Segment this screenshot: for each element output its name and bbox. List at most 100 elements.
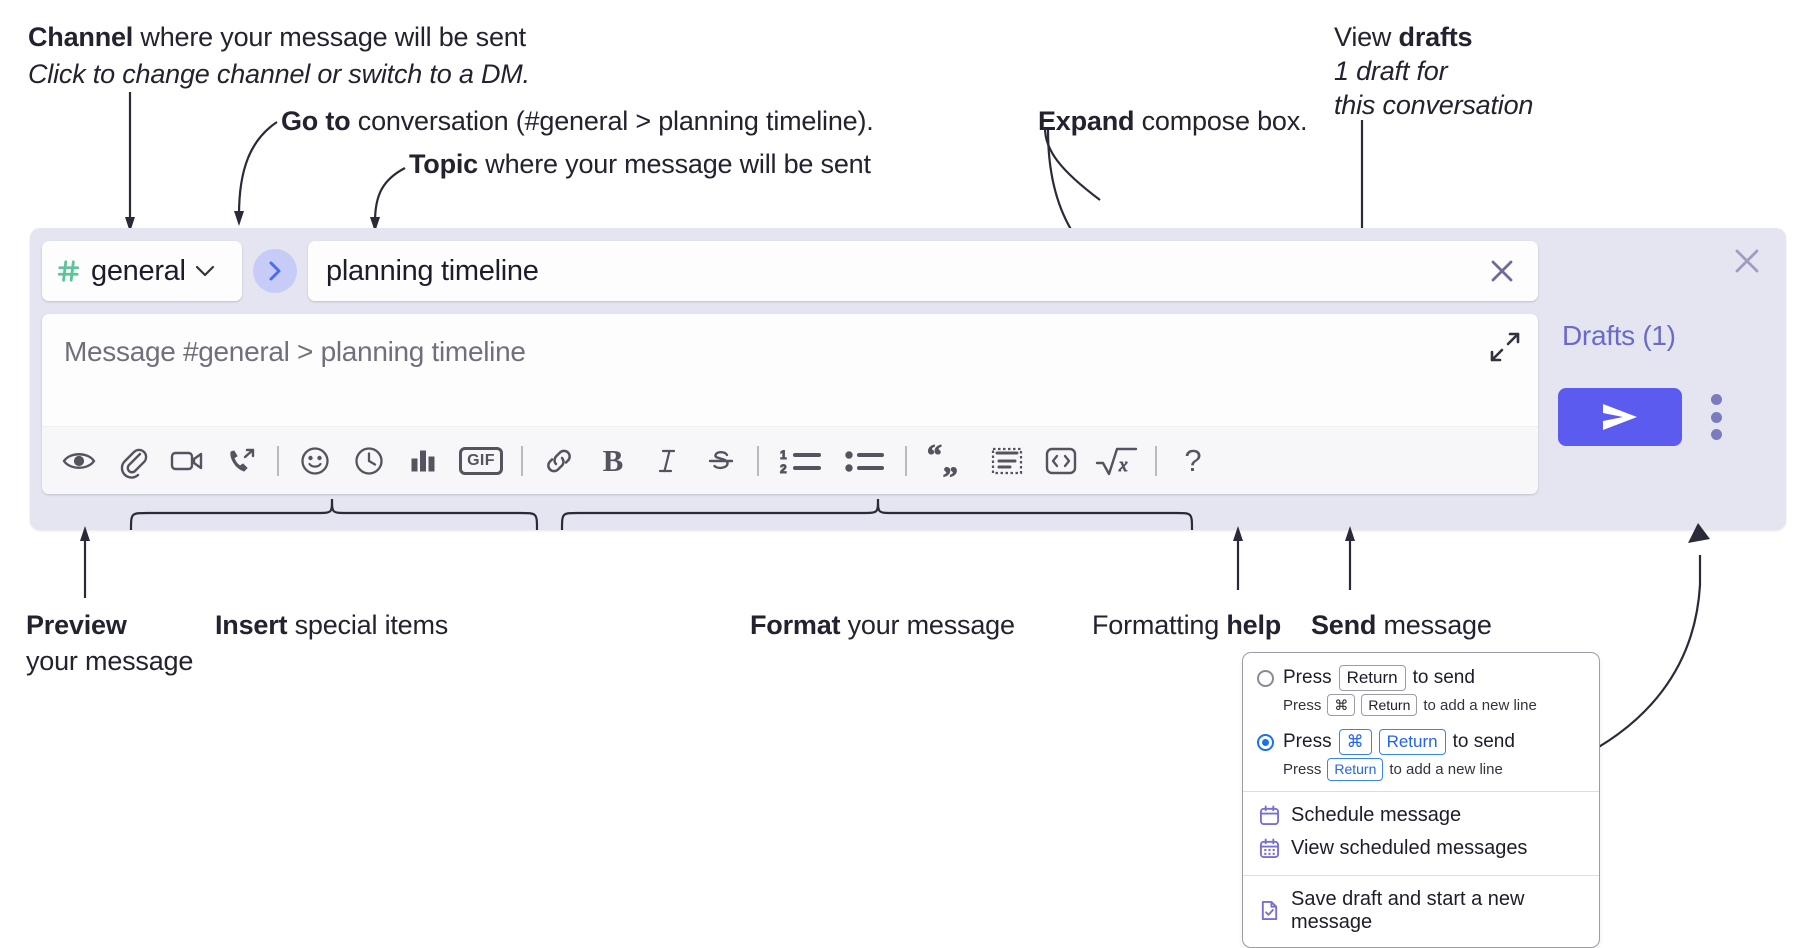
- svg-text:1: 1: [780, 448, 787, 462]
- compose-right-pane: Drafts (1): [1538, 228, 1786, 530]
- annotation-insert-bold: Insert: [215, 610, 288, 640]
- radio-button[interactable]: [1257, 669, 1274, 687]
- dot: [1710, 411, 1722, 423]
- code-block-icon[interactable]: [1034, 434, 1088, 488]
- key-return: Return: [1338, 665, 1406, 692]
- math-icon[interactable]: x: [1088, 434, 1146, 488]
- menu-radio-option-1[interactable]: Press Return to send Press ⌘ Return to a…: [1243, 665, 1599, 717]
- gif-icon[interactable]: GIF: [450, 434, 512, 488]
- annotation-goto: Go to conversation (#general > planning …: [281, 106, 874, 138]
- toolbar-separator: [905, 445, 907, 476]
- annotation-preview-line2: your message: [26, 645, 194, 676]
- send-button[interactable]: [1558, 388, 1682, 446]
- key-return: Return: [1327, 758, 1384, 781]
- toolbar-separator: [277, 445, 279, 476]
- annotation-send-bold: Send: [1311, 610, 1377, 640]
- huddle-icon[interactable]: [214, 434, 268, 488]
- italic-icon[interactable]: [640, 434, 694, 488]
- menu-item-save-draft[interactable]: Save draft and start a new message: [1243, 883, 1599, 939]
- annotation-goto-rest: conversation (#general > planning timeli…: [350, 106, 874, 136]
- goto-conversation-button[interactable]: [253, 249, 297, 293]
- annotation-format-rest: your message: [840, 610, 1015, 640]
- preview-icon[interactable]: [52, 434, 106, 488]
- annotation-expand-rest: compose box.: [1134, 106, 1308, 136]
- message-input-box[interactable]: Message #general > planning timeline: [42, 314, 1538, 494]
- formatting-toolbar: GIF B: [42, 426, 1538, 494]
- bold-icon[interactable]: B: [586, 434, 640, 488]
- hash-icon: [57, 260, 80, 282]
- option1-sub-post: to add a new line: [1423, 696, 1537, 714]
- svg-text:“: “: [927, 439, 942, 472]
- compose-options-menu: Press Return to send Press ⌘ Return to a…: [1242, 652, 1600, 948]
- annotation-expand: Expand compose box.: [1038, 106, 1308, 138]
- expand-compose-icon[interactable]: [1488, 330, 1522, 364]
- close-icon[interactable]: [1730, 244, 1764, 278]
- chevron-right-icon: [269, 261, 281, 281]
- svg-text:x: x: [1118, 455, 1128, 476]
- blockquote-icon[interactable]: “ „: [916, 434, 980, 488]
- connector-lines-top: [125, 92, 1367, 289]
- annotation-drafts-bold: drafts: [1398, 22, 1473, 52]
- annotation-help-bold: help: [1226, 610, 1282, 640]
- poll-icon[interactable]: [396, 434, 450, 488]
- annotation-topic-rest: where your message will be sent: [478, 149, 871, 179]
- menu-item-schedule-message[interactable]: Schedule message: [1243, 799, 1599, 832]
- toolbar-separator: [521, 445, 523, 476]
- strikethrough-icon[interactable]: [694, 434, 748, 488]
- menu-divider: [1243, 874, 1599, 876]
- annotation-channel-rest: where your message will be sent: [133, 22, 526, 52]
- emoji-icon[interactable]: [288, 434, 342, 488]
- chevron-down-icon: [195, 265, 214, 277]
- svg-text:2: 2: [780, 462, 787, 476]
- topic-input[interactable]: planning timeline: [308, 241, 1538, 301]
- clock-icon[interactable]: [342, 434, 396, 488]
- option1-sub-pre: Press: [1283, 696, 1322, 714]
- option2-post: to send: [1452, 731, 1515, 753]
- channel-selector[interactable]: general: [42, 241, 242, 301]
- calendar-schedule-icon: [1259, 805, 1280, 825]
- toolbar-separator: [1155, 445, 1157, 476]
- compose-main-area: general planning timeline: [42, 240, 1538, 518]
- help-label: ?: [1184, 442, 1202, 478]
- svg-text:„: „: [943, 446, 958, 479]
- annotation-insert-rest: special items: [287, 610, 449, 640]
- bulleted-list-icon[interactable]: [834, 434, 896, 488]
- annotation-insert: Insert special items: [215, 610, 448, 642]
- annotation-expand-bold: Expand: [1038, 106, 1135, 136]
- menu-item-label: View scheduled messages: [1291, 836, 1528, 859]
- calendar-view-icon: [1259, 838, 1280, 858]
- radio-button-selected[interactable]: [1257, 733, 1274, 751]
- clear-topic-icon[interactable]: [1482, 251, 1522, 291]
- link-icon[interactable]: [532, 434, 586, 488]
- topic-value: planning timeline: [326, 254, 539, 287]
- annotation-channel-italic: Click to change channel or switch to a D…: [28, 58, 530, 89]
- help-icon[interactable]: ?: [1166, 434, 1220, 488]
- menu-radio-option-2[interactable]: Press ⌘ Return to send Press Return to a…: [1243, 729, 1599, 781]
- bold-label: B: [602, 442, 624, 478]
- menu-divider: [1243, 790, 1599, 792]
- menu-item-label: Save draft and start a new message: [1291, 887, 1525, 933]
- option2-pre: Press: [1283, 731, 1332, 753]
- key-command: ⌘: [1327, 694, 1356, 717]
- gif-label: GIF: [459, 446, 503, 475]
- video-icon[interactable]: [160, 434, 214, 488]
- code-icon[interactable]: [980, 434, 1034, 488]
- option1-pre: Press: [1283, 667, 1332, 689]
- menu-item-label: Schedule message: [1291, 803, 1462, 826]
- attachment-icon[interactable]: [106, 434, 160, 488]
- drafts-link[interactable]: Drafts (1): [1562, 320, 1676, 351]
- annotation-topic: Topic where your message will be sent: [409, 149, 871, 181]
- menu-item-view-scheduled[interactable]: View scheduled messages: [1243, 832, 1599, 865]
- key-return: Return: [1378, 729, 1446, 756]
- annotation-preview-bold: Preview: [26, 610, 127, 640]
- ordered-list-icon[interactable]: 1 2: [768, 434, 834, 488]
- option2-sub-post: to add a new line: [1389, 760, 1503, 778]
- compose-options-button[interactable]: [1704, 394, 1728, 440]
- compose-panel: general planning timeline: [30, 228, 1786, 530]
- annotation-goto-bold: Go to: [281, 106, 351, 136]
- send-icon: [1603, 404, 1637, 430]
- key-command: ⌘: [1338, 729, 1372, 756]
- annotation-topic-bold: Topic: [409, 149, 478, 179]
- compose-header-row: general planning timeline: [42, 240, 1538, 302]
- annotation-channel-bold: Channel: [28, 22, 134, 52]
